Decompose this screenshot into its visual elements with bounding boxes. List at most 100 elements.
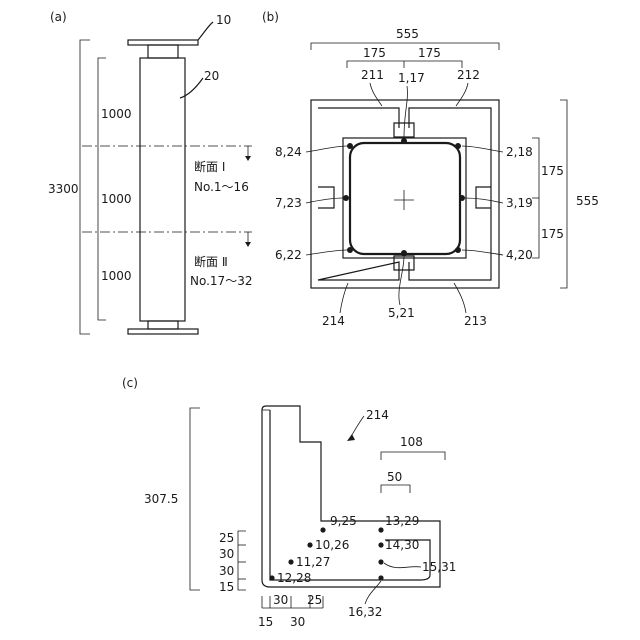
label-12-28: 12,28 <box>277 571 311 585</box>
angle-214-outer <box>262 406 440 587</box>
part-214-c-label: 214 <box>366 408 389 422</box>
leader-16-32 <box>365 581 381 604</box>
leader-15-31 <box>384 563 421 568</box>
dim-c-v-25: 25 <box>219 531 234 545</box>
label-15-31: 15,31 <box>422 560 456 574</box>
label-3-19: 3,19 <box>506 196 533 210</box>
leader-4-20 <box>462 250 503 255</box>
dim-c-height-label: 307.5 <box>144 492 178 506</box>
dim-right-lower-label: 175 <box>541 227 564 241</box>
leader-5-21 <box>399 256 404 305</box>
core-tube <box>350 143 460 254</box>
leader-1-17 <box>404 86 407 137</box>
dim-seg1-label: 1000 <box>101 107 132 121</box>
point-7-23 <box>343 195 349 201</box>
point-6-22 <box>347 247 353 253</box>
section-1-title: 断面 Ⅰ <box>194 159 225 174</box>
leader-3-19 <box>465 198 503 203</box>
dim-right-total <box>560 100 567 288</box>
dim-c-v-30a: 30 <box>219 547 234 561</box>
leader-6-22 <box>306 250 347 255</box>
label-8-24: 8,24 <box>275 145 302 159</box>
panel-a: (a) 10 20 3300 1000 1000 1000 断面 Ⅰ No.1～… <box>48 10 252 334</box>
ref-10-leader <box>198 22 213 40</box>
label-6-22: 6,22 <box>275 248 302 262</box>
part-211-label: 211 <box>361 68 384 82</box>
dim-right-total-label: 555 <box>576 194 599 208</box>
dim-seg2-label: 1000 <box>101 192 132 206</box>
leader-2-18 <box>462 146 503 152</box>
part-212-label: 212 <box>457 68 480 82</box>
dim-top-total-label: 555 <box>396 27 419 41</box>
label-9-25: 9,25 <box>330 514 357 528</box>
dim-c-height <box>190 408 200 590</box>
section-2-arrowhead <box>245 242 251 247</box>
point-10-26 <box>307 542 312 547</box>
dim-top-left-label: 175 <box>363 46 386 60</box>
dim-c-h-25: 25 <box>307 593 322 607</box>
part-213-label: 213 <box>464 314 487 328</box>
column-body <box>140 58 185 321</box>
section-2-title: 断面 Ⅱ <box>194 254 228 269</box>
dim-top-right-label: 175 <box>418 46 441 60</box>
point-8-24 <box>347 143 353 149</box>
part-214-label: 214 <box>322 314 345 328</box>
point-11-27 <box>288 559 293 564</box>
panel-c-label: (c) <box>122 376 138 390</box>
dim-right-upper-label: 175 <box>541 164 564 178</box>
panel-a-label: (a) <box>50 10 67 24</box>
section-2-numbers: No.17～32 <box>190 274 252 288</box>
outer-jacket <box>311 100 499 288</box>
panel-c: (c) 214 307.5 108 50 9,25 13,29 10,26 14… <box>122 376 456 629</box>
point-16-32 <box>378 575 383 580</box>
right-tab <box>476 187 491 208</box>
point-14-30 <box>378 542 383 547</box>
point-13-29 <box>378 527 383 532</box>
dim-top-halves <box>347 61 462 68</box>
point-5-21 <box>401 250 407 256</box>
dim-c-v-15: 15 <box>219 580 234 594</box>
left-tab <box>318 187 334 208</box>
dim-108 <box>381 452 445 460</box>
point-12-28 <box>269 575 274 580</box>
top-flange-plate <box>128 40 198 45</box>
dim-c-vertical-chain <box>238 531 246 590</box>
bottom-flange-web <box>148 321 178 329</box>
dim-total-height <box>80 40 90 334</box>
bottom-flange-plate <box>128 329 198 334</box>
dim-c-v-30b: 30 <box>219 564 234 578</box>
label-7-23: 7,23 <box>275 196 302 210</box>
panel-b-label: (b) <box>262 10 279 24</box>
point-4-20 <box>455 247 461 253</box>
dim-seg3-label: 1000 <box>101 269 132 283</box>
section-1-arrowhead <box>245 156 251 161</box>
point-15-31 <box>378 559 383 564</box>
part-214-c-arrowhead <box>347 434 355 441</box>
label-16-32: 16,32 <box>348 605 382 619</box>
point-9-25 <box>320 527 325 532</box>
point-3-19 <box>459 195 465 201</box>
dim-top-total <box>311 43 499 50</box>
dim-50-label: 50 <box>387 470 402 484</box>
label-1-17: 1,17 <box>398 71 425 85</box>
ref-20-label: 20 <box>204 69 219 83</box>
point-2-18 <box>455 143 461 149</box>
label-13-29: 13,29 <box>385 514 419 528</box>
ref-20-leader <box>180 78 203 98</box>
dim-total-height-label: 3300 <box>48 182 79 196</box>
label-4-20: 4,20 <box>506 248 533 262</box>
dim-108-label: 108 <box>400 435 423 449</box>
dim-c-h-15: 15 <box>258 615 273 629</box>
label-14-30: 14,30 <box>385 538 419 552</box>
part-212-leader <box>456 83 468 106</box>
ref-10-label: 10 <box>216 13 231 27</box>
dim-50 <box>381 485 410 493</box>
dim-c-h-30a: 30 <box>273 593 288 607</box>
panel-b: (b) 555 175 175 211 212 21 <box>262 10 599 328</box>
label-10-26: 10,26 <box>315 538 349 552</box>
section-1-numbers: No.1～16 <box>194 180 249 194</box>
part-211-leader <box>370 83 382 106</box>
dim-c-h-30b: 30 <box>290 615 305 629</box>
label-5-21: 5,21 <box>388 306 415 320</box>
